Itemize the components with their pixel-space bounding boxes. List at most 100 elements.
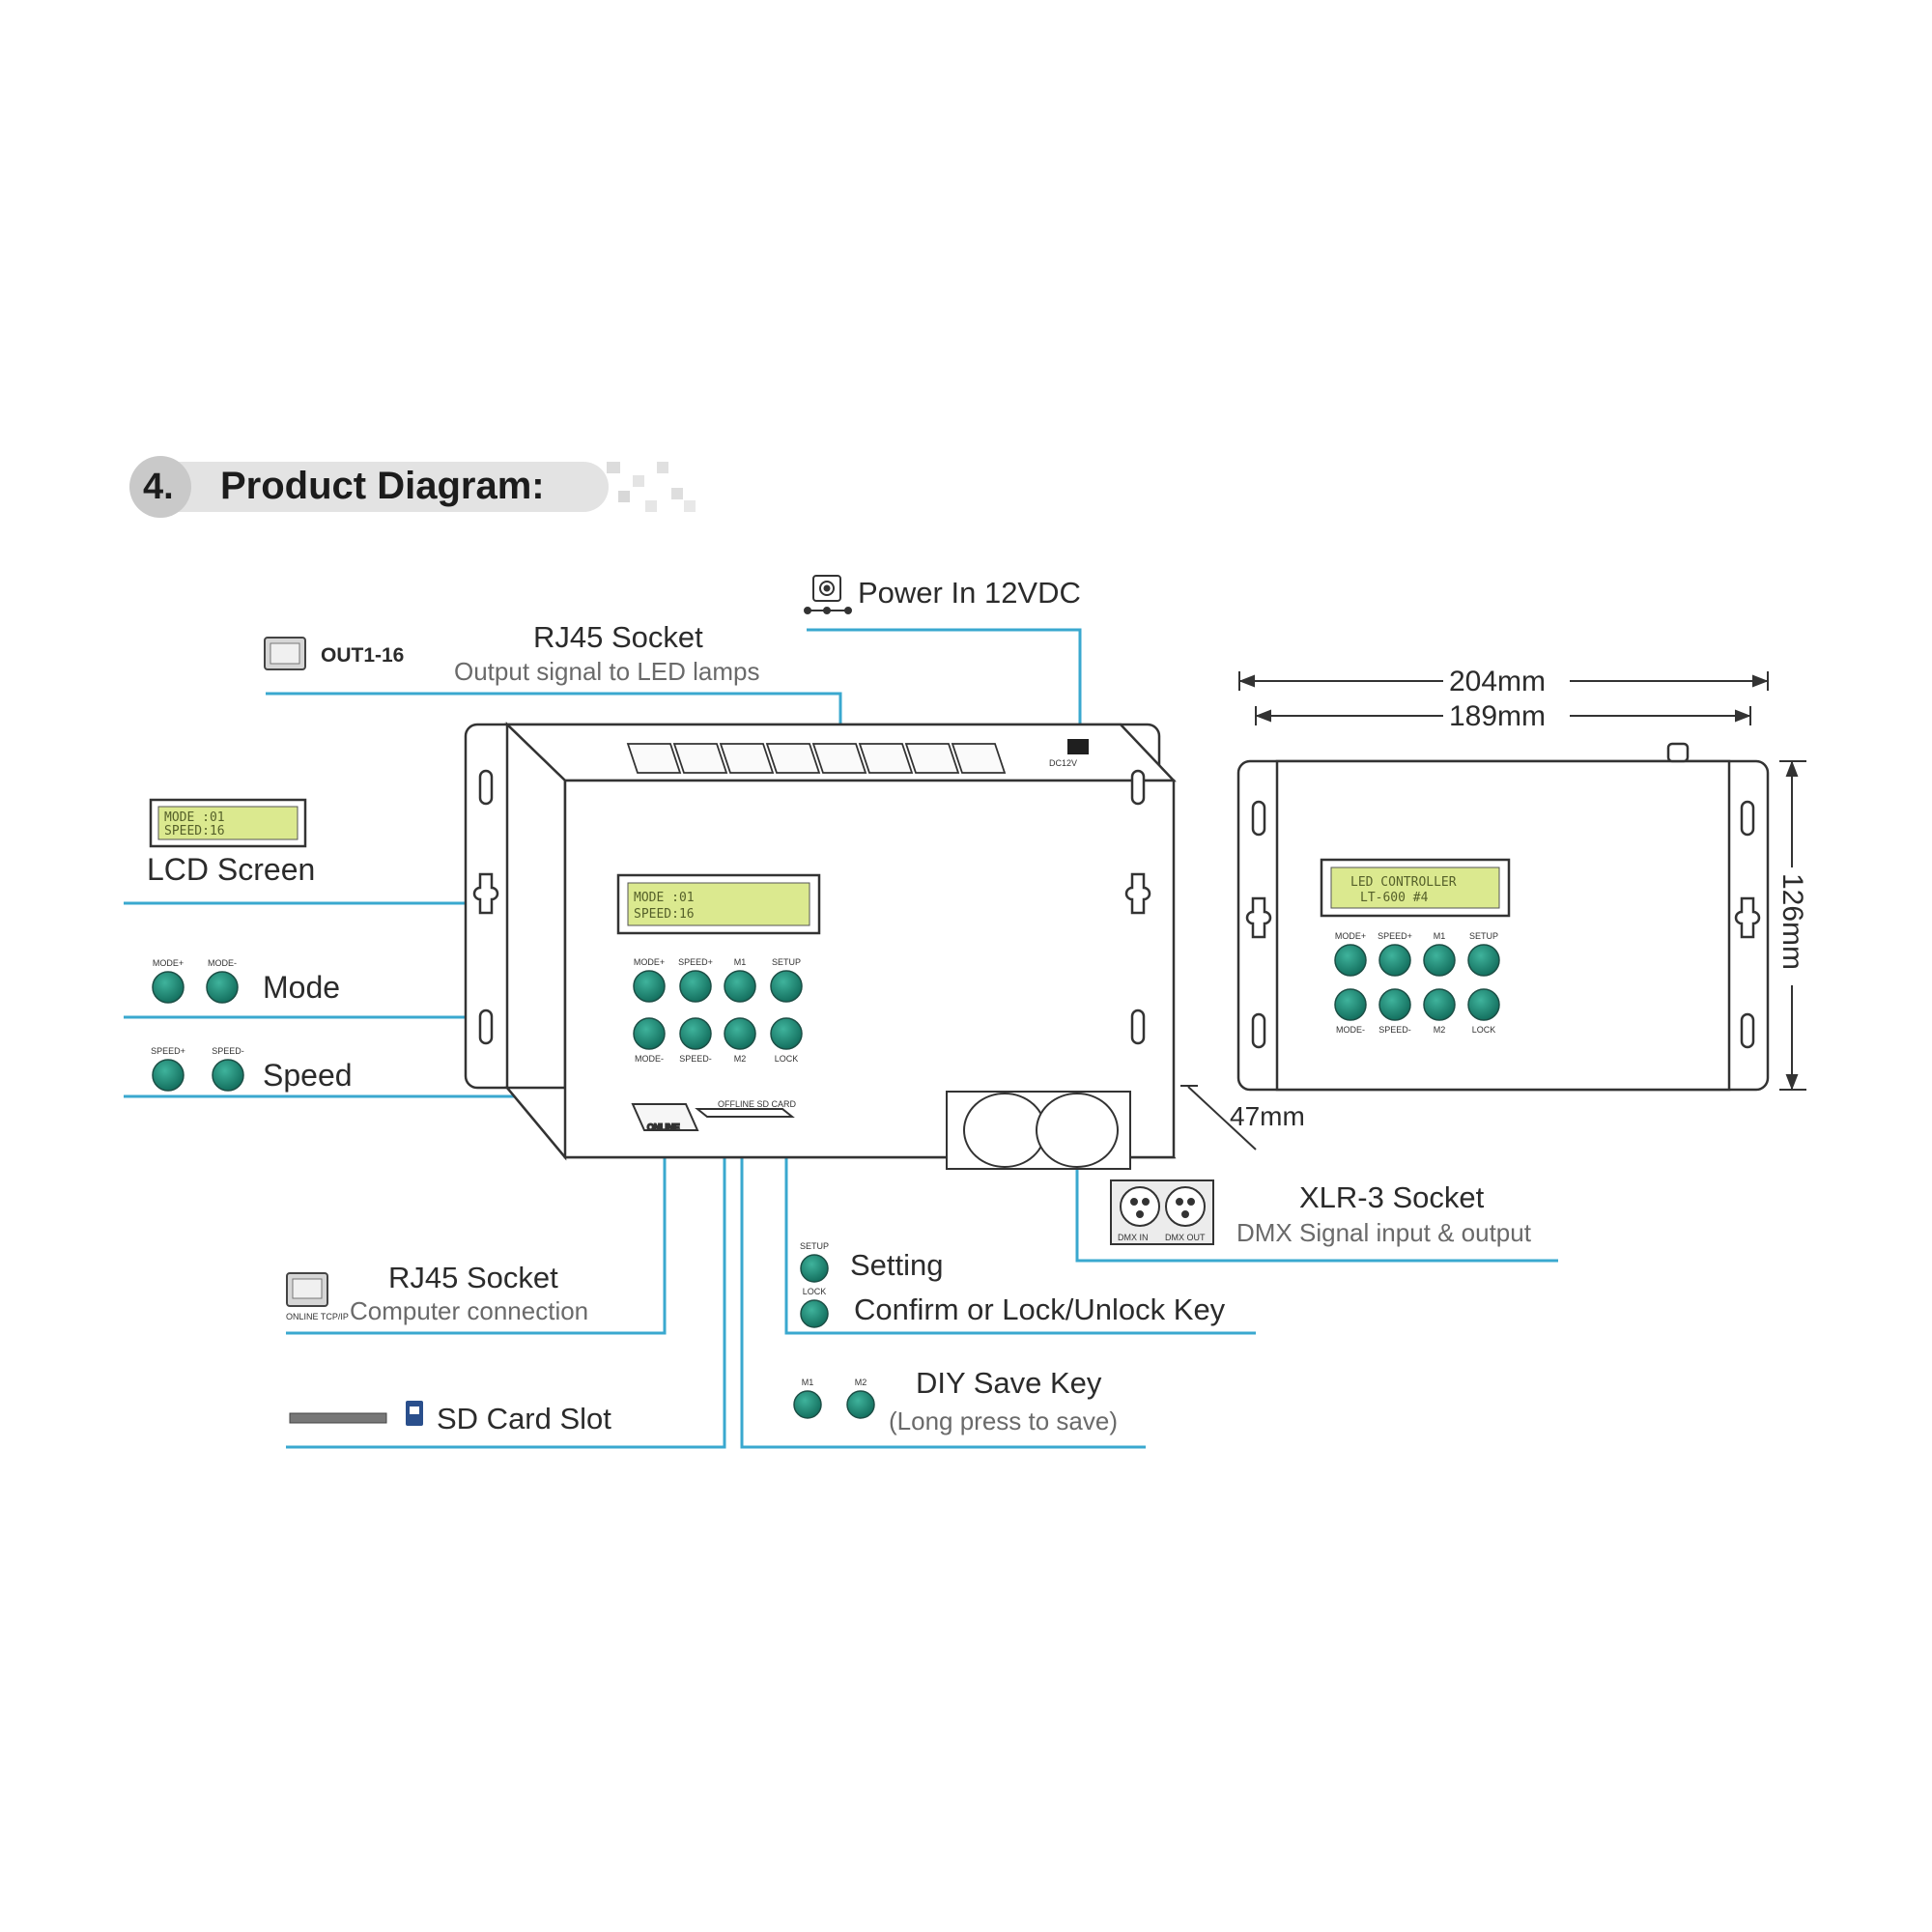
svg-text:MODE :01: MODE :01 (164, 810, 225, 825)
mode-plus-legend-button-label: MODE+ (153, 958, 184, 968)
power-in-icon (804, 575, 852, 614)
main-top-button-2[interactable]: M1 (724, 957, 756, 1003)
sd-card-icon (289, 1401, 423, 1426)
lock-legend-button-label: LOCK (803, 1287, 827, 1296)
pc-icon-label: ONLINE TCP/IP (286, 1312, 349, 1321)
main-top-button-2-label: M1 (734, 957, 747, 967)
rj45-computer-subtitle: Computer connection (350, 1296, 588, 1325)
front-view-top-button-2[interactable]: M1 (1423, 931, 1456, 977)
section-number: 4. (143, 467, 174, 507)
rj45-output-port (765, 743, 821, 774)
speed-minus-legend-button-label: SPEED- (212, 1046, 244, 1056)
main-top-button-3[interactable]: SETUP (770, 957, 803, 1003)
mount-slot (1130, 1009, 1146, 1045)
front-view-top-button-2-label: M1 (1434, 931, 1446, 941)
mount-slot (478, 769, 494, 806)
rj45-output-title: RJ45 Socket (533, 620, 703, 654)
front-view-top-button-3[interactable]: SETUP (1467, 931, 1500, 977)
setup-legend-button[interactable]: SETUP (800, 1241, 829, 1283)
xlr-in-label: DMX IN (1118, 1233, 1149, 1242)
diy-m1-legend-button[interactable]: M1 (793, 1378, 822, 1419)
mode-legend-buttons: MODE+ MODE- (152, 958, 239, 1004)
lcd-legend-icon: MODE :01 SPEED:16 (149, 798, 307, 848)
rj45-output-ports (626, 743, 1007, 774)
main-bottom-button-2[interactable]: M2 (724, 1017, 756, 1064)
svg-text:ONLINE: ONLINE (647, 1122, 680, 1132)
mount-keyhole (1124, 872, 1151, 915)
power-in-label: Power In 12VDC (858, 576, 1081, 610)
main-button-grid: MODE+ SPEED+ M1 SETUP MODE- SPEED- M2 LOCK (633, 957, 803, 1064)
mode-minus-legend-button-label: MODE- (208, 958, 237, 968)
front-view-top-button-1[interactable]: SPEED+ (1378, 931, 1412, 977)
front-view-bottom-button-1[interactable]: SPEED- (1378, 988, 1411, 1035)
main-lcd-line1: MODE :01 (634, 891, 695, 905)
out-ports-label: OUT1-16 (321, 644, 404, 667)
mount-slot (1130, 769, 1146, 806)
svg-text:SPEED:16: SPEED:16 (164, 824, 225, 838)
main-top-button-1-label: SPEED+ (678, 957, 713, 967)
confirm-lock-label: Confirm or Lock/Unlock Key (854, 1293, 1226, 1326)
mode-minus-legend-button[interactable]: MODE- (206, 958, 239, 1004)
mount-slot (478, 1009, 494, 1045)
main-bottom-button-3[interactable]: LOCK (770, 1017, 803, 1064)
setting-label: Setting (850, 1248, 944, 1282)
front-view-top-button-1-label: SPEED+ (1378, 931, 1412, 941)
main-top-button-0[interactable]: MODE+ (633, 957, 666, 1003)
diy-m2-legend-button-label: M2 (855, 1378, 867, 1387)
sd-slot-label: OFFLINE SD CARD (718, 1099, 797, 1109)
lock-legend-button[interactable]: LOCK (800, 1287, 829, 1328)
rj45-output-port (858, 743, 914, 774)
front-view-bottom-button-3[interactable]: LOCK (1467, 988, 1500, 1035)
front-view-bottom-button-0-label: MODE- (1336, 1025, 1365, 1035)
speed-label: Speed (263, 1058, 353, 1093)
diy-m2-legend-button[interactable]: M2 (846, 1378, 875, 1419)
xlr-socket-in (963, 1093, 1046, 1168)
rj45-output-icon (264, 637, 306, 670)
main-bottom-button-3-label: LOCK (775, 1054, 799, 1064)
main-top-button-1[interactable]: SPEED+ (678, 957, 713, 1003)
height-dimension (1779, 760, 1806, 1091)
front-view-bottom-button-1-label: SPEED- (1378, 1025, 1411, 1035)
mode-plus-legend-button[interactable]: MODE+ (152, 958, 185, 1004)
xlr-title: XLR-3 Socket (1299, 1180, 1485, 1214)
speed-minus-legend-button[interactable]: SPEED- (212, 1046, 244, 1092)
height-label: 126mm (1776, 873, 1808, 970)
front-view-bottom-button-0[interactable]: MODE- (1334, 988, 1367, 1035)
front-view-top-button-0-label: MODE+ (1335, 931, 1366, 941)
main-top-button-0-label: MODE+ (634, 957, 665, 967)
main-bottom-button-1[interactable]: SPEED- (679, 1017, 712, 1064)
sd-card-slot (695, 1108, 795, 1118)
xlr-subtitle: DMX Signal input & output (1236, 1218, 1532, 1247)
main-bottom-button-2-label: M2 (734, 1054, 747, 1064)
rj45-output-port (811, 743, 867, 774)
xlr-socket-out (1036, 1093, 1119, 1168)
svg-text:LED CONTROLLER: LED CONTROLLER (1350, 875, 1457, 890)
main-top-button-3-label: SETUP (772, 957, 801, 967)
rj45-output-port (672, 743, 728, 774)
setting-lock-legend-buttons: SETUP LOCK (800, 1241, 829, 1328)
front-view-bottom-button-3-label: LOCK (1472, 1025, 1496, 1035)
rj45-output-port (904, 743, 960, 774)
svg-text:DC12V: DC12V (1049, 758, 1077, 768)
sd-card-label: SD Card Slot (437, 1402, 611, 1435)
lcd-screen-label: LCD Screen (147, 852, 315, 887)
setup-legend-button-label: SETUP (800, 1241, 829, 1251)
main-bottom-button-0[interactable]: MODE- (633, 1017, 666, 1064)
diy-save-subtitle: (Long press to save) (889, 1406, 1118, 1435)
front-view-bottom-button-2[interactable]: M2 (1423, 988, 1456, 1035)
front-view-top-button-3-label: SETUP (1469, 931, 1498, 941)
width-dimensions (1238, 671, 1769, 725)
main-bottom-button-1-label: SPEED- (679, 1054, 712, 1064)
front-view-top-button-0[interactable]: MODE+ (1334, 931, 1367, 977)
diy-legend-buttons: M1 M2 (793, 1378, 875, 1419)
speed-plus-legend-button[interactable]: SPEED+ (151, 1046, 185, 1092)
speed-plus-legend-button-label: SPEED+ (151, 1046, 185, 1056)
dc-power-socket: DC12V (1049, 739, 1089, 768)
rj45-output-subtitle: Output signal to LED lamps (454, 657, 760, 686)
width-inner-label: 189mm (1449, 700, 1546, 732)
rj45-computer-title: RJ45 Socket (388, 1261, 558, 1294)
rj45-computer-icon (286, 1272, 328, 1307)
depth-label: 47mm (1230, 1101, 1305, 1131)
